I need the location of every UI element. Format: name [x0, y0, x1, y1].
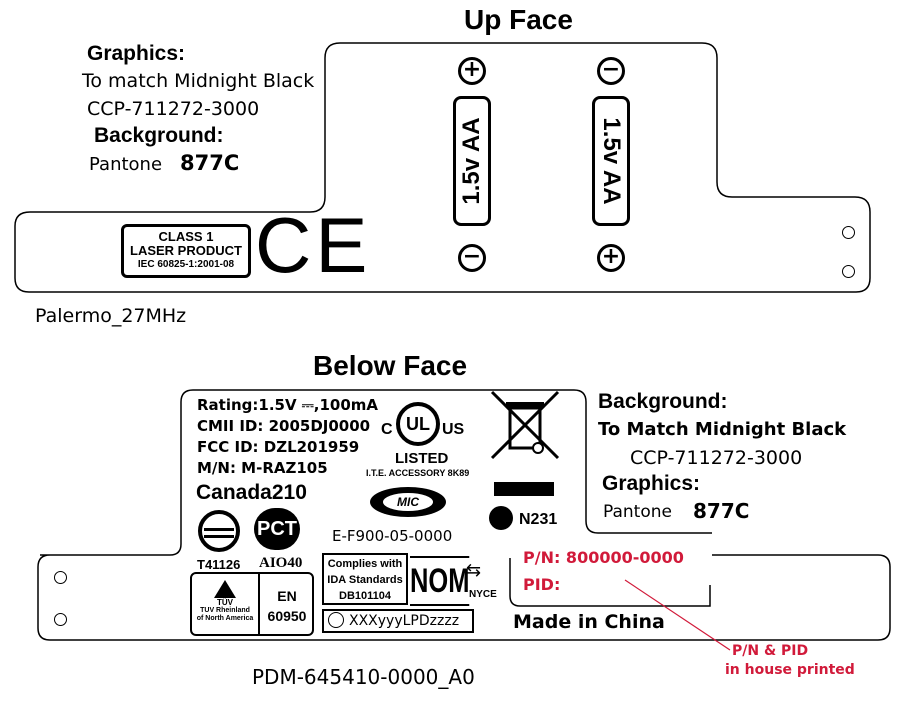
laser-class-box: CLASS 1 LASER PRODUCT IEC 60825-1:2001-0…: [121, 224, 251, 278]
kc-logo-icon: [328, 612, 344, 628]
background-label: Background:: [94, 124, 224, 147]
nyce-arrows-icon: ⇆: [466, 560, 482, 581]
tuv-triangle-icon: [214, 580, 236, 598]
ul-c: C: [381, 421, 393, 438]
minus-icon: −: [458, 244, 486, 272]
graphics-label: Graphics:: [87, 42, 186, 65]
note-line-1: P/N & PID: [732, 643, 809, 659]
ida-line-1: Complies with: [327, 558, 403, 570]
part-number: P/N: 800000-0000: [523, 548, 684, 567]
kc-box: XXXyyyLPDzzzz: [322, 609, 474, 633]
ul-accessory: I.T.E. ACCESSORY 8K89: [366, 468, 470, 478]
mount-hole-icon: [842, 265, 855, 278]
doc-number: PDM-645410-0000_A0: [252, 665, 475, 689]
pct-code: AIO40: [259, 555, 303, 571]
nom-logo: NOM: [410, 556, 470, 606]
mic-logo-icon: MIC: [370, 487, 446, 517]
print-area-bracket: [509, 558, 711, 607]
battery-left-icon: 1.5v AA: [453, 96, 491, 226]
nyce-label: NYCE: [469, 589, 497, 600]
en-label: EN: [277, 588, 297, 604]
pid: PID:: [523, 575, 561, 594]
laser-line-1: CLASS 1: [158, 229, 214, 244]
t-mark-icon: [198, 510, 240, 552]
background-pantone: Pantone: [89, 154, 163, 175]
tuv-line-2: of North America: [196, 615, 254, 622]
background-code: 877C: [180, 151, 240, 175]
ce-mark-icon: CE: [255, 201, 372, 289]
mount-hole-icon: [54, 613, 67, 626]
graphics-code: CCP-711272-3000: [87, 98, 260, 120]
background-value-2: To Match Midnight Black: [598, 419, 847, 440]
ida-box: Complies with IDA Standards DB101104: [322, 553, 408, 605]
fcc-id: FCC ID: DZL201959: [197, 438, 360, 456]
ul-us: US: [442, 421, 465, 438]
up-face-outline: [14, 42, 871, 293]
pct-logo-icon: PCT: [254, 508, 300, 550]
battery-right-icon: 1.5v AA: [592, 96, 630, 226]
weee-bin-icon: [490, 390, 560, 460]
graphics-code-2: 877C: [693, 499, 750, 523]
background-code-2: CCP-711272-3000: [630, 447, 803, 469]
minus-icon: −: [597, 57, 625, 85]
laser-line-3: IEC 60825-1:2001-08: [137, 259, 235, 270]
model-number: M/N: M-RAZ105: [197, 459, 328, 477]
ida-line-2: IDA Standards: [327, 574, 403, 586]
model-name: Palermo_27MHz: [35, 305, 187, 327]
below-face-outline: [37, 389, 891, 641]
en-number: 60950: [267, 608, 307, 624]
c-tick-icon: [489, 506, 513, 530]
ul-listed: LISTED: [395, 450, 449, 467]
made-in: Made in China: [513, 611, 665, 633]
battery-left-label: 1.5v AA: [458, 117, 485, 205]
battery-right-label: 1.5v AA: [598, 117, 625, 205]
tuv-text: TÜV: [217, 598, 233, 607]
weee-bar: [494, 482, 554, 496]
ul-logo-icon: UL: [396, 402, 440, 446]
note-line-2: in house printed: [725, 662, 855, 678]
graphics-pantone-2: Pantone: [603, 502, 672, 522]
t-code: T41126: [197, 557, 241, 572]
graphics-value: To match Midnight Black: [82, 70, 315, 92]
background-label-2: Background:: [598, 390, 728, 413]
laser-line-2: LASER PRODUCT: [130, 243, 242, 258]
tuv-line-1: TUV Rheinland: [200, 607, 250, 614]
n231: N231: [519, 511, 558, 528]
kc-code: XXXyyyLPDzzzz: [349, 613, 460, 629]
ida-line-3: DB101104: [339, 590, 391, 602]
graphics-label-2: Graphics:: [602, 472, 701, 495]
below-face-title: Below Face: [313, 350, 468, 381]
rating: Rating:1.5V ⎓,100mA: [197, 396, 379, 414]
canada-mark: Canada210: [196, 481, 307, 504]
cmii-id: CMII ID: 2005DJ0000: [197, 417, 371, 435]
up-face-title: Up Face: [464, 4, 573, 35]
mount-hole-icon: [54, 571, 67, 584]
plus-icon: +: [458, 57, 486, 85]
plus-icon: +: [597, 244, 625, 272]
mic-code: E-F900-05-0000: [332, 527, 453, 545]
mount-hole-icon: [842, 226, 855, 239]
tuv-box: TÜV TUV Rheinland of North America EN 60…: [190, 572, 314, 636]
callout-line: [624, 579, 731, 651]
